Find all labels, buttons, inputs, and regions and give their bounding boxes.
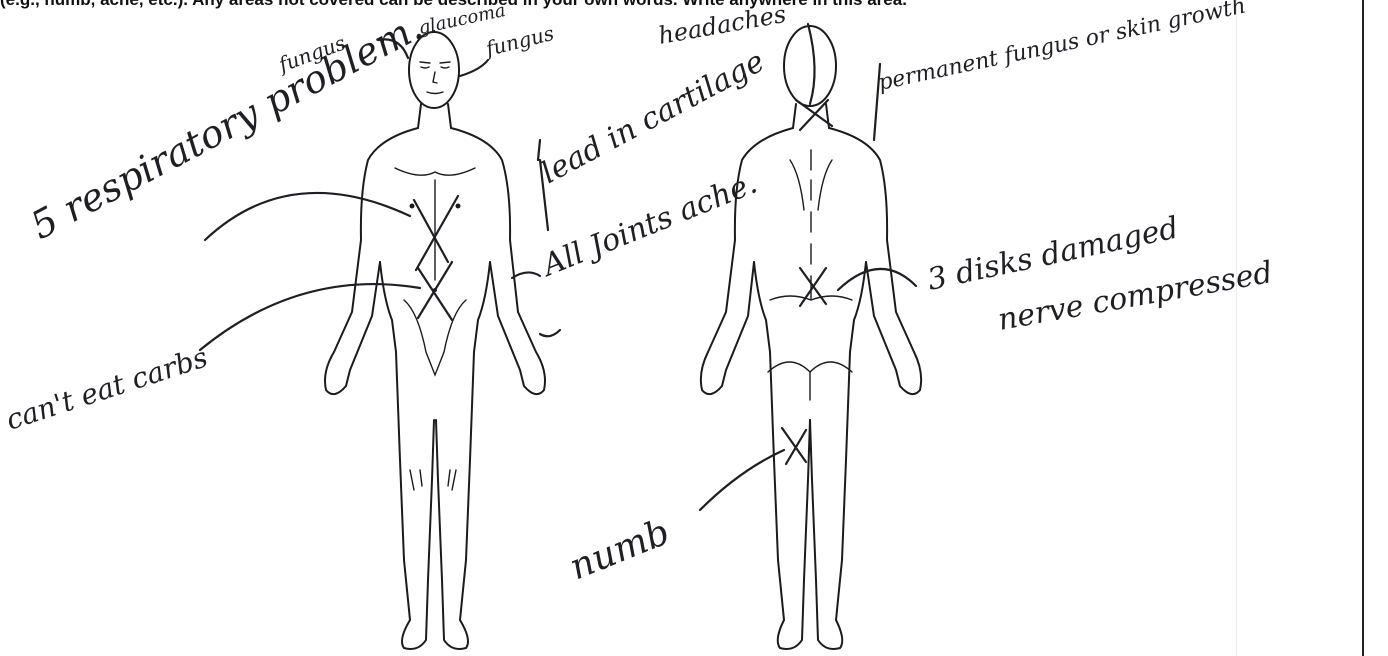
front-body-figure bbox=[325, 32, 545, 649]
annotation-respiratory: 5 respiratory problem. bbox=[24, 4, 430, 248]
annotation-fungus: fungus bbox=[481, 21, 556, 61]
annotation-all-joints-ache: All Joints ache. bbox=[535, 166, 762, 285]
annotation-lead-in-cartilage: lead in cartilage bbox=[535, 44, 770, 191]
annotation-permanent-fungus: permanent fungus or skin growth bbox=[876, 0, 1248, 96]
annotation-numb: numb bbox=[564, 512, 675, 589]
annotation-glaucoma: glaucoma bbox=[417, 0, 508, 39]
annotation-cant-eat-carbs: can't eat carbs bbox=[2, 340, 212, 436]
annotation-headaches: headaches bbox=[656, 0, 788, 50]
back-head bbox=[784, 26, 836, 106]
